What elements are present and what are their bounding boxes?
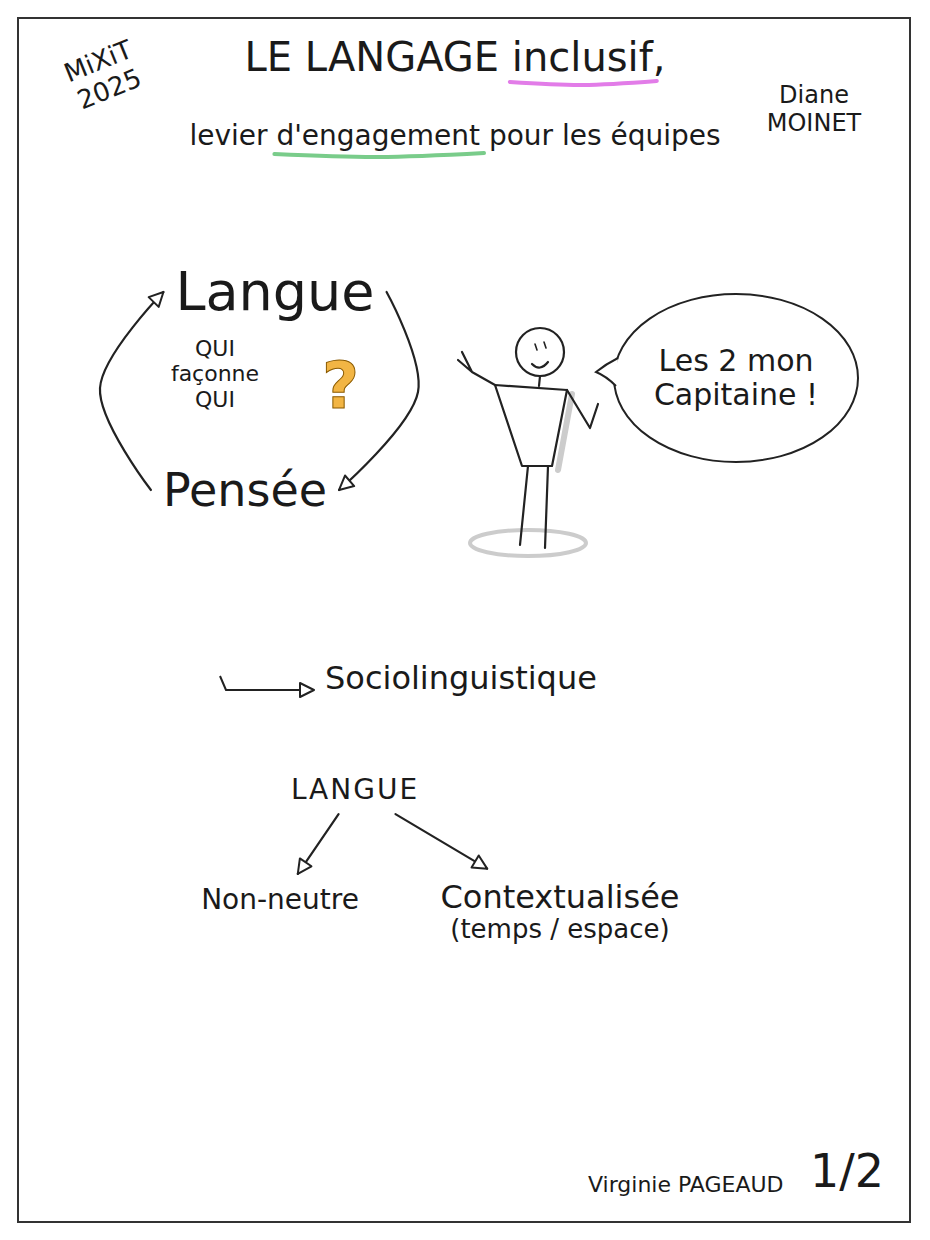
concept-node: Contextualisée(temps / espace) — [432, 875, 687, 950]
pointer-arrow — [220, 676, 314, 697]
bubble-ellipse — [614, 294, 858, 462]
node-text: (temps / espace) — [450, 915, 669, 945]
figure-right-arm — [567, 390, 598, 428]
node-text: Langue — [175, 261, 374, 323]
note-label: 1/2 — [810, 1145, 884, 1198]
speech-bubble: Les 2 mon Capitaine ! — [612, 292, 860, 464]
note-label: ? — [322, 350, 359, 424]
concept-node: Pensée — [155, 460, 335, 521]
stick-figure — [458, 328, 598, 556]
flow-arrow — [100, 292, 163, 490]
body-shadow — [558, 394, 572, 470]
concept-node: Non-neutre — [193, 880, 367, 920]
figure-smile — [532, 362, 548, 368]
highlight-underline — [274, 153, 484, 157]
note-label: MiXiT 2025 — [45, 29, 164, 123]
flow-arrow — [395, 814, 487, 869]
figure-left-arm — [458, 352, 495, 385]
note-label: Sociolinguistique — [325, 660, 597, 697]
figure-head — [516, 328, 564, 376]
bubble-tail — [596, 358, 618, 386]
node-text: Non-neutre — [201, 884, 359, 916]
floor-shadow — [470, 530, 586, 556]
node-text: Pensée — [163, 464, 327, 517]
arrow-shaft — [220, 676, 300, 690]
note-label: levier d'engagement pour les équipes — [135, 120, 775, 152]
figure-eyes — [535, 342, 546, 350]
node-text: Contextualisée — [440, 879, 679, 916]
concept-node: LANGUE — [283, 770, 427, 810]
title: LE LANGAGE inclusif, — [195, 34, 715, 80]
figure-body — [495, 385, 567, 466]
note-label: QUI façonne QUI — [150, 336, 280, 412]
figure-legs — [520, 466, 548, 548]
figure-neck — [539, 376, 540, 386]
arrow-head — [300, 683, 314, 697]
page-frame — [18, 18, 910, 1222]
concept-node: Langue — [167, 257, 382, 327]
note-label: Virginie PAGEAUD — [588, 1172, 784, 1197]
note-label: Diane MOINET — [748, 82, 880, 137]
node-text: LANGUE — [291, 774, 419, 806]
node-text: Les 2 mon Capitaine ! — [636, 344, 836, 413]
flow-arrow — [298, 814, 339, 874]
highlight-underline — [510, 81, 657, 85]
